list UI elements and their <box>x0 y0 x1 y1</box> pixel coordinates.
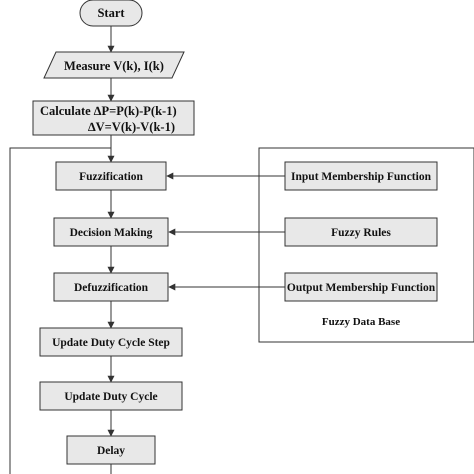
defuzzification-label: Defuzzification <box>74 282 149 294</box>
calculate-label-line1: Calculate ∆P=P(k)-P(k-1) <box>40 104 177 118</box>
decision-making-node: Decision Making <box>53 217 169 247</box>
start-node: Start <box>79 0 143 27</box>
fuzzy-rules-label: Fuzzy Rules <box>331 227 391 239</box>
fuzzy-rules-node: Fuzzy Rules <box>284 217 438 247</box>
update-duty-label: Update Duty Cycle <box>64 391 157 403</box>
delay-node: Delay <box>66 435 156 465</box>
fuzzification-label: Fuzzification <box>79 171 143 183</box>
delay-label: Delay <box>97 445 125 457</box>
output-membership-node: Output Membership Function <box>284 272 438 302</box>
input-membership-node: Input Membership Function <box>284 161 438 191</box>
calculate-label-line2: ∆V=V(k)-V(k-1) <box>88 120 175 134</box>
decision-making-label: Decision Making <box>70 227 153 239</box>
feedback-loop-line <box>9 147 111 474</box>
start-label: Start <box>97 6 125 20</box>
fuzzy-database-label: Fuzzy Data Base <box>322 316 400 328</box>
update-step-label: Update Duty Cycle Step <box>52 337 170 349</box>
measure-node: Measure V(k), I(k) <box>43 51 185 79</box>
input-membership-label: Input Membership Function <box>291 171 432 183</box>
calculate-node: Calculate ∆P=P(k)-P(k-1) ∆V=V(k)-V(k-1) <box>32 100 195 136</box>
fuzzification-node: Fuzzification <box>55 161 167 191</box>
update-duty-node: Update Duty Cycle <box>39 381 183 411</box>
defuzzification-node: Defuzzification <box>53 272 169 302</box>
update-step-node: Update Duty Cycle Step <box>39 327 183 357</box>
output-membership-label: Output Membership Function <box>287 282 436 294</box>
measure-label: Measure V(k), I(k) <box>64 59 164 73</box>
